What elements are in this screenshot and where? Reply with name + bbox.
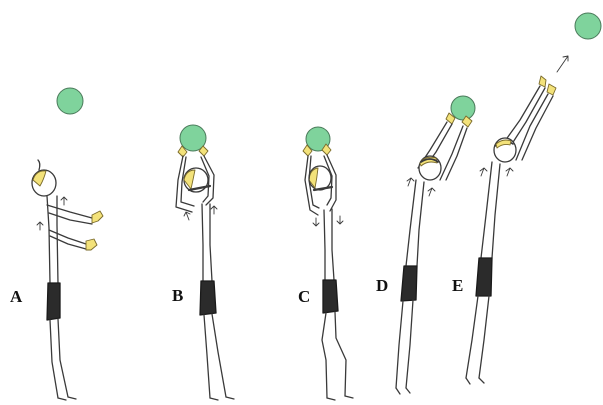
torso-b bbox=[202, 204, 203, 281]
figure-b bbox=[176, 125, 234, 400]
panel-label-c: C bbox=[298, 288, 310, 305]
shorts-d bbox=[401, 266, 417, 301]
shorts-a bbox=[47, 283, 60, 320]
figure-c bbox=[303, 127, 353, 400]
legs-b bbox=[204, 315, 210, 398]
ball-d bbox=[451, 96, 475, 120]
ball-arrow-e bbox=[557, 56, 568, 72]
legs-d bbox=[396, 301, 403, 388]
figure-d bbox=[396, 96, 475, 394]
figure-e bbox=[466, 13, 601, 384]
hand-e-1 bbox=[539, 76, 546, 87]
arm-e-right bbox=[516, 94, 548, 160]
torso-d bbox=[406, 180, 416, 266]
torso-c bbox=[324, 210, 325, 280]
hand-a-2 bbox=[86, 239, 97, 250]
arm-d-right bbox=[440, 126, 463, 180]
legs-a bbox=[50, 320, 58, 398]
hand-a-1 bbox=[92, 211, 103, 223]
panel-label-b: B bbox=[172, 287, 183, 304]
legs-e bbox=[466, 296, 478, 378]
torso-a bbox=[47, 196, 50, 283]
panel-label-d: D bbox=[376, 277, 388, 294]
ball-a bbox=[57, 88, 83, 114]
arm-a-upper bbox=[47, 205, 92, 218]
hand-e-2 bbox=[547, 84, 556, 95]
shorts-b bbox=[200, 281, 216, 315]
shorts-e bbox=[476, 258, 492, 296]
legs-c bbox=[322, 313, 327, 398]
shorts-c bbox=[323, 280, 338, 313]
panel-label-a: A bbox=[10, 288, 22, 305]
torso-e bbox=[481, 162, 492, 258]
panel-label-e: E bbox=[452, 277, 463, 294]
arm-a-lower bbox=[49, 230, 86, 244]
figure-a bbox=[32, 88, 103, 400]
ball-e bbox=[575, 13, 601, 39]
